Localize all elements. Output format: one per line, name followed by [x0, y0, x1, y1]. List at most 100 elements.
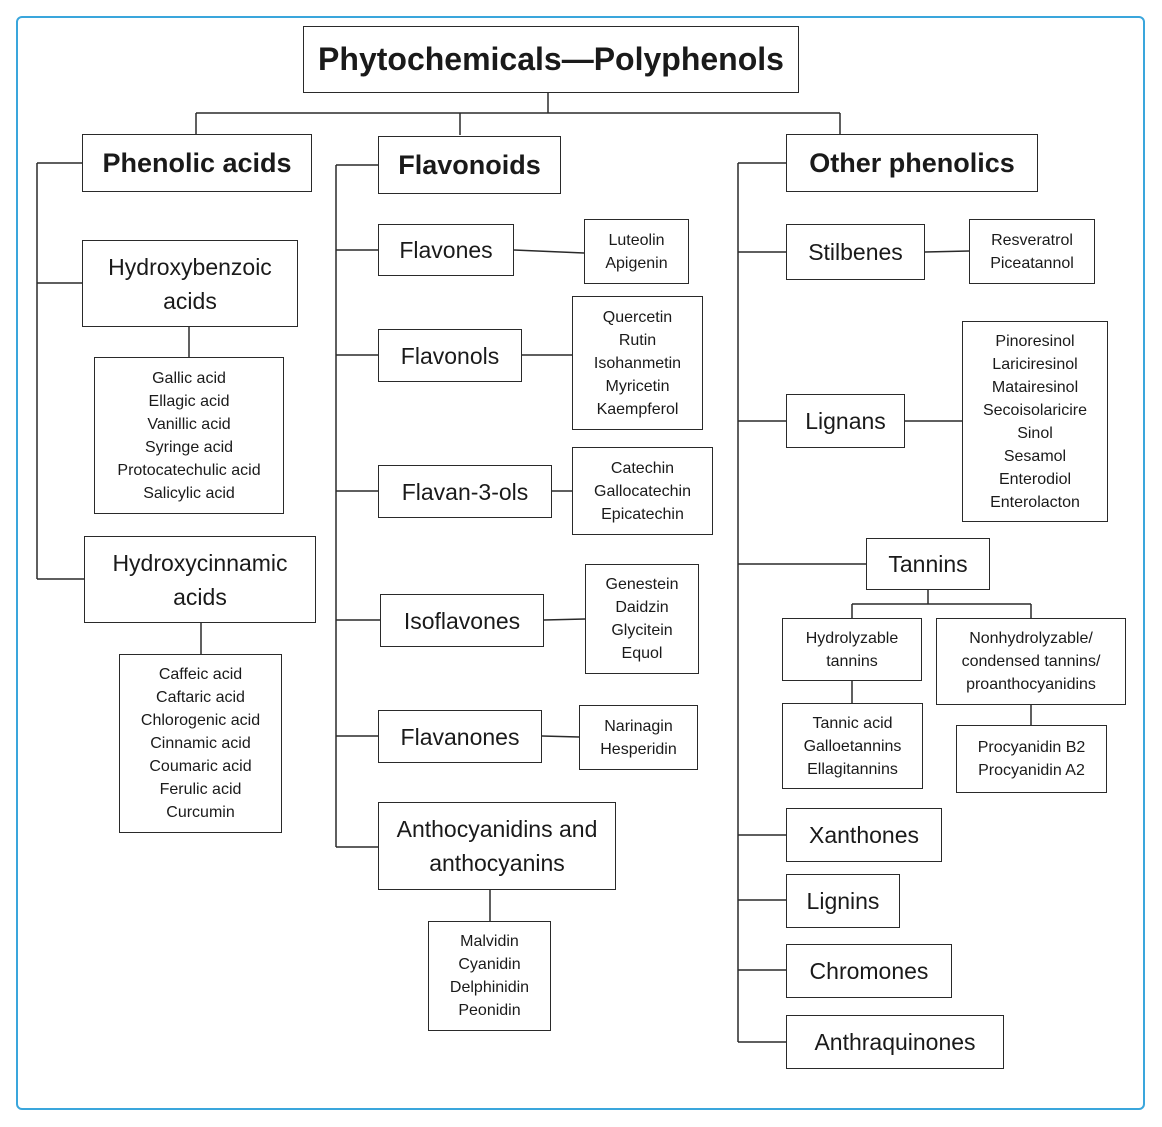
flavones-box: Flavones	[378, 224, 514, 276]
hydroxybenzoic-label-line: acids	[163, 287, 217, 314]
list-item: Secoisolaricire	[982, 401, 1088, 419]
hydrolyzable-label-line: Hydrolyzable	[805, 629, 899, 647]
other-phenolics-box: Other phenolics	[786, 134, 1038, 192]
lignins-box: Lignins	[786, 874, 900, 928]
list-item: Gallic acid	[152, 369, 226, 387]
xanthones-label: Xanthones	[809, 822, 919, 848]
flavanones-list: Narinagin Hesperidin	[579, 705, 698, 770]
list-item: Cyanidin	[458, 956, 521, 973]
nonhydrolyzable-tannins-list: Procyanidin B2 Procyanidin A2	[956, 725, 1107, 793]
list-item: Enterodiol	[998, 470, 1072, 488]
list-item: Procyanidin B2	[977, 739, 1086, 756]
hydrolyzable-tannins-list: Tannic acid Galloetannins Ellagitannins	[782, 703, 923, 789]
lignans-label: Lignans	[805, 408, 886, 434]
title-box: Phytochemicals—Polyphenols	[303, 26, 799, 93]
list-item: Equol	[621, 645, 663, 662]
other-phenolics-label: Other phenolics	[809, 147, 1015, 178]
list-item: Salicylic acid	[143, 484, 235, 502]
list-item: Matairesinol	[991, 378, 1079, 396]
hydroxycinnamic-box: Hydroxycinnamic acids	[84, 536, 316, 623]
list-item: Delphinidin	[449, 979, 530, 996]
anthraquinones-box: Anthraquinones	[786, 1015, 1004, 1069]
list-item: Lariciresinol	[992, 355, 1078, 373]
flavonols-list: Quercetin Rutin Isohanmetin Myricetin Ka…	[572, 296, 703, 430]
phenolic-acids-box: Phenolic acids	[82, 134, 312, 192]
list-item: Caftaric acid	[156, 689, 245, 706]
lignans-box: Lignans	[786, 394, 905, 448]
list-item: Galloetannins	[803, 737, 902, 755]
stilbenes-label: Stilbenes	[808, 239, 903, 265]
list-item: Protocatechulic acid	[117, 461, 261, 479]
list-item: Ellagitannins	[807, 760, 898, 778]
hydrolyzable-label-line: tannins	[826, 652, 878, 670]
hydrolyzable-tannins-box: Hydrolyzable tannins	[782, 618, 922, 681]
anthraquinones-label: Anthraquinones	[814, 1029, 976, 1055]
tannins-label: Tannins	[888, 551, 968, 577]
flavan3ols-box: Flavan-3-ols	[378, 465, 552, 518]
list-item: Tannic acid	[812, 714, 893, 732]
list-item: Quercetin	[602, 308, 673, 326]
chromones-box: Chromones	[786, 944, 952, 998]
flavonoids-box: Flavonoids	[378, 136, 561, 194]
list-item: Gallocatechin	[594, 482, 691, 500]
hydroxybenzoic-list: Gallic acid Ellagic acid Vanillic acid S…	[94, 357, 284, 514]
flavan3ols-list: Catechin Gallocatechin Epicatechin	[572, 447, 713, 535]
list-item: Kaempferol	[596, 400, 679, 418]
anthocyanidins-box: Anthocyanidins and anthocyanins	[378, 802, 616, 890]
flavones-list: Luteolin Apigenin	[584, 219, 689, 284]
flavan3ols-label: Flavan-3-ols	[401, 478, 529, 505]
tannins-box: Tannins	[866, 538, 990, 590]
list-item: Luteolin	[608, 231, 665, 249]
anthocyanidins-label-line: Anthocyanidins and	[396, 816, 598, 842]
chromones-label: Chromones	[809, 958, 929, 984]
list-item: Rutin	[618, 331, 657, 349]
list-item: Chlorogenic acid	[140, 712, 261, 729]
flavanones-box: Flavanones	[378, 710, 542, 763]
hydroxycinnamic-label-line: acids	[173, 583, 227, 610]
stilbenes-list: Resveratrol Piceatannol	[969, 219, 1095, 284]
isoflavones-list: Genestein Daidzin Glycitein Equol	[585, 564, 699, 674]
list-item: Procyanidin A2	[978, 762, 1085, 779]
list-item: Catechin	[610, 459, 675, 477]
list-item: Curcumin	[166, 804, 235, 821]
list-item: Syringe acid	[144, 438, 234, 456]
list-item: Vanillic acid	[147, 415, 231, 433]
list-item: Pinoresinol	[995, 332, 1075, 350]
hydroxycinnamic-list: Caffeic acid Caftaric acid Chlorogenic a…	[119, 654, 282, 833]
hydroxycinnamic-label-line: Hydroxycinnamic	[112, 549, 288, 576]
nonhydrolyzable-label-line: proanthocyanidins	[966, 676, 1096, 693]
list-item: Apigenin	[605, 254, 668, 272]
flavonoids-label: Flavonoids	[398, 149, 541, 180]
list-item: Cinnamic acid	[150, 735, 251, 752]
lignans-list: Pinoresinol Lariciresinol Matairesinol S…	[962, 321, 1108, 522]
list-item: Enterolacton	[990, 493, 1080, 511]
flavonols-label: Flavonols	[400, 342, 500, 369]
lignins-label: Lignins	[806, 888, 880, 914]
list-item: Malvidin	[460, 933, 519, 950]
list-item: Sinol	[1017, 424, 1053, 442]
list-item: Daidzin	[615, 599, 669, 616]
anthocyanidins-label-line: anthocyanins	[429, 850, 565, 876]
xanthones-box: Xanthones	[786, 808, 942, 862]
nonhydrolyzable-label-line: condensed tannins/	[961, 653, 1101, 670]
flavones-label: Flavones	[399, 237, 493, 263]
list-item: Resveratrol	[991, 231, 1073, 249]
list-item: Hesperidin	[600, 740, 677, 758]
phenolic-acids-label: Phenolic acids	[102, 147, 292, 178]
list-item: Epicatechin	[601, 505, 684, 523]
list-item: Sesamol	[1003, 447, 1067, 465]
diagram-title: Phytochemicals—Polyphenols	[318, 41, 784, 77]
isoflavones-box: Isoflavones	[380, 594, 544, 647]
list-item: Genestein	[605, 576, 679, 593]
hydroxybenzoic-box: Hydroxybenzoic acids	[82, 240, 298, 327]
list-item: Isohanmetin	[593, 354, 682, 372]
diagram-frame	[16, 16, 1145, 1110]
list-item: Coumaric acid	[149, 758, 252, 775]
stilbenes-box: Stilbenes	[786, 224, 925, 280]
anthocyanidins-list: Malvidin Cyanidin Delphinidin Peonidin	[428, 921, 551, 1031]
list-item: Peonidin	[458, 1002, 521, 1019]
flavanones-label: Flavanones	[400, 723, 520, 750]
nonhydrolyzable-tannins-box: Nonhydrolyzable/ condensed tannins/ proa…	[936, 618, 1126, 705]
list-item: Narinagin	[604, 717, 673, 735]
